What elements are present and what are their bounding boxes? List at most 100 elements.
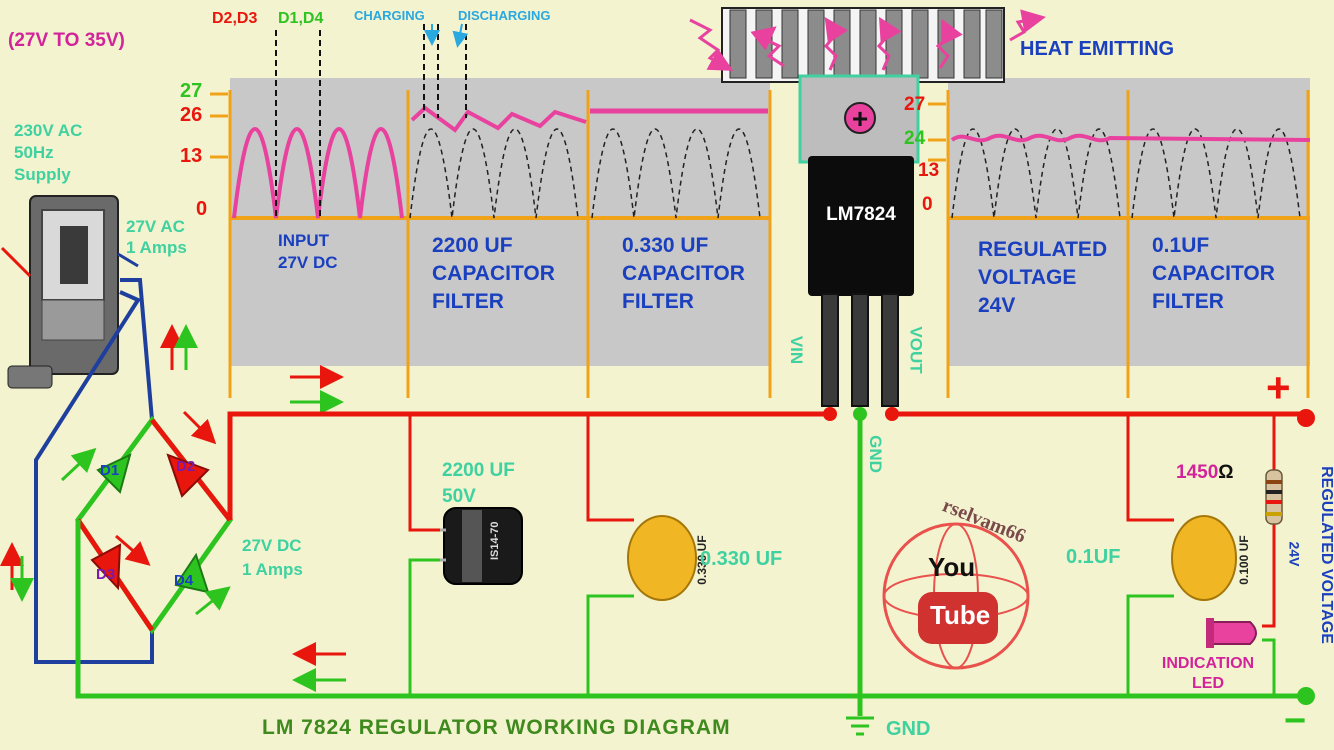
youtube-watermark <box>882 522 1030 670</box>
y-tick-marks <box>210 92 946 162</box>
right-tick-13: 13 <box>918 160 940 181</box>
panel-0330uf-line1: 0.330 UF <box>622 234 709 257</box>
transformer-out-line1: 27V AC <box>126 217 185 236</box>
panel-dividers <box>228 90 1310 398</box>
right-tick-24: 24 <box>904 128 926 149</box>
resistor-unit: Ω <box>1218 462 1234 483</box>
supply-line2: 50Hz <box>14 143 54 162</box>
resistor-label: 1450Ω <box>1176 462 1234 484</box>
cap-branch-wires-red <box>408 414 1276 628</box>
transformer-out-line2: 1 Amps <box>126 238 187 257</box>
diode-d4-label: D4 <box>174 572 194 589</box>
led-label: INDICATION LED <box>1148 654 1268 694</box>
right-tick-0: 0 <box>922 194 933 215</box>
left-tick-0: 0 <box>196 198 208 220</box>
bridge-rectifier <box>74 415 234 635</box>
mounting-screw-plus: + <box>852 103 868 134</box>
left-tick-26: 26 <box>180 104 203 126</box>
vin-label: VIN <box>787 335 807 365</box>
left-tick-13: 13 <box>180 145 203 167</box>
cap-branch-wires-green <box>408 558 1276 696</box>
positive-rail-in <box>227 411 830 520</box>
panel-input-line2: 27V DC <box>278 253 338 272</box>
ground-rail <box>75 520 1306 699</box>
ceramic1-label: 0.330 UF <box>700 548 783 570</box>
rectified-waveform <box>232 127 404 219</box>
panel-01uf-label: 0.1UF CAPACITOR FILTER <box>1152 232 1275 316</box>
electrolytic-value: 2200 UF <box>442 460 515 481</box>
electrolytic-label: 2200 UF 50V <box>442 458 515 510</box>
output-voltage-value: 24V <box>1286 541 1303 567</box>
electrolytic-body-text: IS14-70 <box>489 521 501 560</box>
ceramic2-label: 0.1UF <box>1066 546 1121 568</box>
output-minus-sign: − <box>1284 700 1307 742</box>
regulated-waveform <box>950 133 1311 143</box>
ground-label: GND <box>886 718 931 740</box>
panel-regulated-label: REGULATED VOLTAGE 24V <box>978 236 1107 320</box>
charging-label: CHARGING <box>354 8 425 23</box>
d2-arrow <box>182 410 217 445</box>
diode-pair-green-label: D1,D4 <box>278 10 324 27</box>
d4-arrow <box>195 586 231 616</box>
capacitor-ripple-waveform <box>410 105 587 133</box>
panel-input-label: INPUT 27V DC <box>278 230 338 274</box>
ceramic1-body-text: 0.330 UF <box>695 535 709 584</box>
discharging-label: DISCHARGING <box>458 8 551 23</box>
indication-led <box>1206 618 1257 648</box>
transformer-output-label: 27V AC 1 Amps <box>126 216 187 258</box>
ceramic2-body-text: 0.100 UF <box>1237 535 1251 584</box>
vout-label: VOUT <box>906 326 926 374</box>
bridge-out-line1: 27V DC <box>242 536 302 555</box>
bridge-out-line2: 1 Amps <box>242 560 303 579</box>
diode-d1-label: D1 <box>100 462 120 479</box>
panel-0330uf-label: 0.330 UF CAPACITOR FILTER <box>622 232 745 316</box>
transformer <box>0 195 139 389</box>
led-label-line1: INDICATION <box>1161 655 1255 672</box>
heat-emitting-label: HEAT EMITTING <box>1020 38 1175 60</box>
output-voltage-label: REGULATED VOLTAGE <box>1318 466 1334 644</box>
diode-d2-label: D2 <box>176 458 196 475</box>
panel-0330uf-line3: FILTER <box>622 290 694 313</box>
supply-label: 230V AC 50Hz Supply <box>14 120 82 186</box>
panel-input-line1: INPUT <box>278 231 329 250</box>
ceramic-capacitor-2 <box>1171 515 1237 601</box>
panel-01uf-line1: 0.1UF <box>1152 234 1210 257</box>
resistor-value: 1450 <box>1176 462 1219 483</box>
electrolytic-voltage: 50V <box>442 486 476 507</box>
title: LM 7824 REGULATOR WORKING DIAGRAM <box>262 716 731 739</box>
left-tick-27: 27 <box>180 80 203 102</box>
gnd-node <box>853 407 867 421</box>
led-label-line2: LED <box>1192 675 1224 692</box>
discharging-arrow <box>452 23 469 48</box>
lm7824-body <box>808 156 914 296</box>
input-range-label: (27V TO 35V) <box>8 30 125 51</box>
ceramic-capacitor-1 <box>627 515 697 601</box>
panel-01uf-line3: FILTER <box>1152 290 1224 313</box>
graph-panel-left <box>230 78 770 366</box>
heat-arrows <box>689 9 1046 71</box>
output-positive-terminal[interactable] <box>1297 409 1315 427</box>
panel-regulated-line3: 24V <box>978 294 1016 317</box>
supply-line3: Supply <box>14 165 71 184</box>
ac-wire <box>34 278 154 664</box>
panel-0330uf-line2: CAPACITOR <box>622 262 745 285</box>
diode-d3-label: D3 <box>96 566 116 583</box>
panel-regulated-line1: REGULATED <box>978 238 1108 261</box>
regulator-pins <box>821 293 899 407</box>
regulator-gnd-label: GND <box>865 435 885 473</box>
panel-2200uf-line2: CAPACITOR <box>432 262 555 285</box>
ground-symbol <box>846 716 874 736</box>
d1-arrow <box>60 447 97 482</box>
bridge-output-label: 27V DC 1 Amps <box>242 534 303 582</box>
d3-arrow <box>115 534 151 566</box>
output-negative-terminal[interactable] <box>1297 687 1315 705</box>
vin-node <box>823 407 837 421</box>
electrolytic-capacitor <box>440 507 523 585</box>
right-tick-27: 27 <box>904 94 926 115</box>
supply-line1: 230V AC <box>14 121 83 140</box>
dashed-reference-waves-left <box>409 128 761 219</box>
panel-2200uf-line3: FILTER <box>432 290 504 313</box>
resistor <box>1265 469 1283 525</box>
panel-01uf-line2: CAPACITOR <box>1152 262 1275 285</box>
